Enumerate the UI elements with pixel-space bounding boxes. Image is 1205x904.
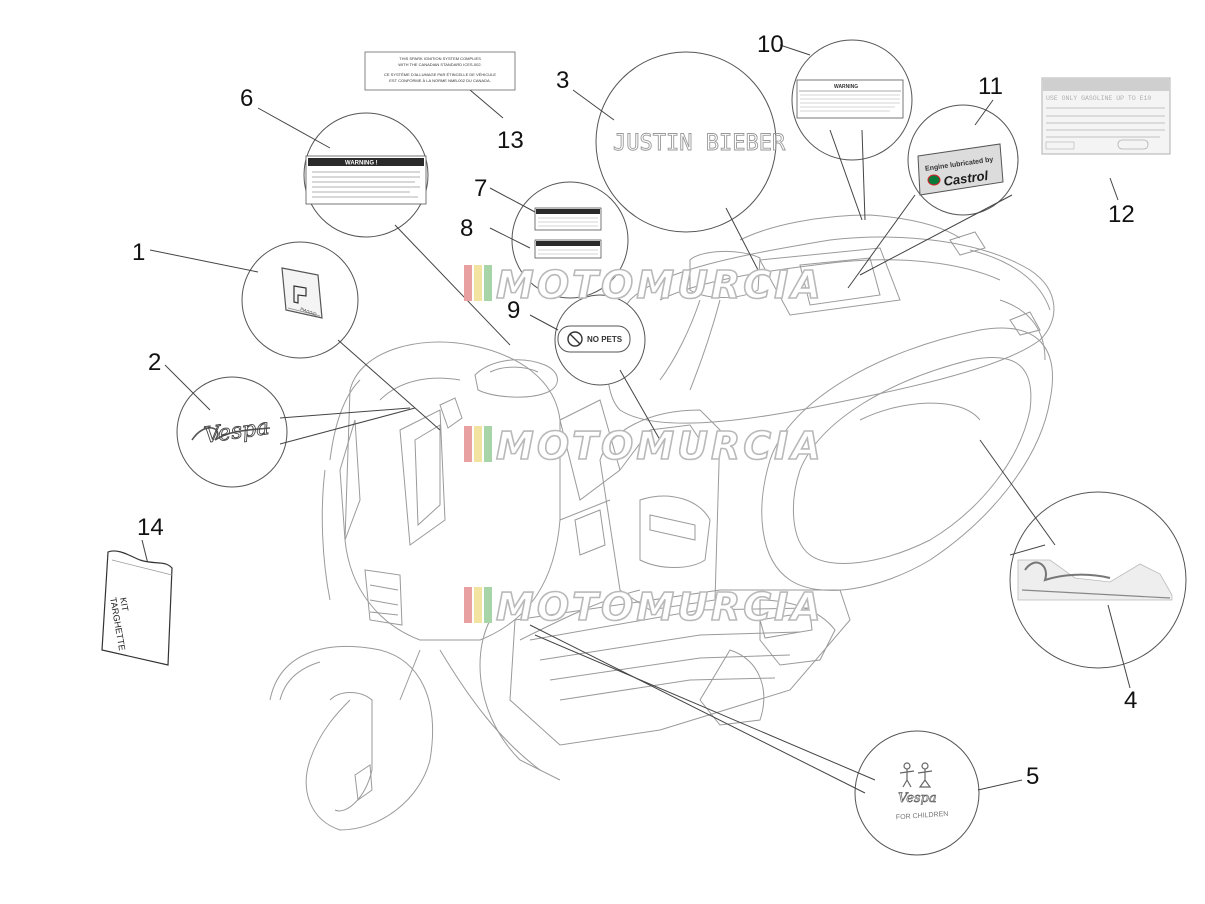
watermark-middle: MOTOMURCIA [464, 423, 824, 469]
for-children-text: FOR CHILDREN [896, 811, 949, 822]
castrol-brand-text: Castrol [943, 168, 990, 189]
label-13-line2: WITH THE CANADIAN STANDARD ICES-002. [398, 62, 481, 67]
part-10-warning-label: WARNING [796, 79, 904, 119]
piaggio-text: PIAGGIO [300, 306, 318, 316]
callout-4: 4 [1124, 687, 1137, 714]
castrol-logo-icon [927, 174, 941, 186]
watermark-text-top: MOTOMURCIA [496, 263, 824, 307]
scooter-outline [269, 214, 1055, 831]
part-4-vespa-decal [1017, 559, 1173, 601]
part-9-no-pets-label: NO PETS [557, 325, 631, 353]
callout-1: 1 [132, 239, 145, 266]
no-pets-text: NO PETS [587, 335, 623, 344]
part-13-compliance-label: THIS SPARK IGNITION SYSTEM COMPLIES WITH… [364, 51, 516, 91]
children-figures-icon [899, 762, 933, 788]
part-14-kit-bag: KIT TARGHETTE [101, 550, 173, 666]
callout-numbers: 1 2 3 4 5 6 7 8 9 10 11 12 13 14 [132, 31, 1137, 790]
callout-3: 3 [556, 67, 569, 94]
detail-circle-5 [854, 730, 980, 856]
watermark-text-bottom: MOTOMURCIA [496, 585, 824, 629]
callout-7: 7 [474, 175, 487, 202]
part-12-fuel-label: USE ONLY GASOLINE UP TO E10 [1041, 77, 1171, 155]
part-7-warning-label [534, 207, 602, 231]
no-pets-icon [567, 331, 583, 347]
callout-9: 9 [507, 297, 520, 324]
part-6-warning-label: WARNING ! [305, 155, 427, 205]
watermark-group: MOTOMURCIA MOTOMURCIA MOTOMURCIA [464, 262, 824, 630]
warning-title-10: WARNING [834, 84, 858, 90]
label-12-line1: USE ONLY GASOLINE UP TO E10 [1046, 95, 1151, 102]
callout-2: 2 [148, 349, 161, 376]
warning-title-6: WARNING ! [345, 161, 378, 167]
detail-circle-3 [595, 51, 777, 233]
label-13-line1: THIS SPARK IGNITION SYSTEM COMPLIES [399, 56, 481, 61]
callout-14: 14 [137, 514, 164, 541]
label-13-line4: EST CONFORME À LA NORME NMB-002 DU CANAD… [389, 78, 491, 83]
part-5-for-children-decal: Vespa FOR CHILDREN [896, 762, 949, 822]
callout-11: 11 [978, 73, 1003, 100]
part-8-warning-label [534, 239, 602, 259]
part-11-castrol-label: Engine lubricated by Castrol [917, 143, 1004, 196]
detail-circle-4 [1009, 491, 1187, 669]
watermark-text-middle: MOTOMURCIA [496, 424, 824, 468]
callout-5: 5 [1026, 763, 1039, 790]
leader-lines [141, 44, 1131, 794]
part-3-signature: JUSTIN BIEBER [613, 131, 786, 156]
vespa-script-5: Vespa [898, 791, 937, 806]
kit-text-line1: KIT [118, 597, 130, 613]
watermark-top: MOTOMURCIA [464, 262, 824, 308]
watermark-bottom: MOTOMURCIA [464, 584, 824, 630]
callout-12: 12 [1108, 201, 1135, 228]
callout-6: 6 [240, 85, 253, 112]
label-13-line3: CE SYSTÈME D'ALLUMAGE PAR ÉTINCELLE DE V… [384, 72, 496, 77]
callout-8: 8 [460, 215, 473, 242]
callout-13: 13 [497, 127, 524, 154]
callout-10: 10 [757, 31, 784, 58]
part-1-piaggio-badge: PIAGGIO [281, 267, 323, 319]
